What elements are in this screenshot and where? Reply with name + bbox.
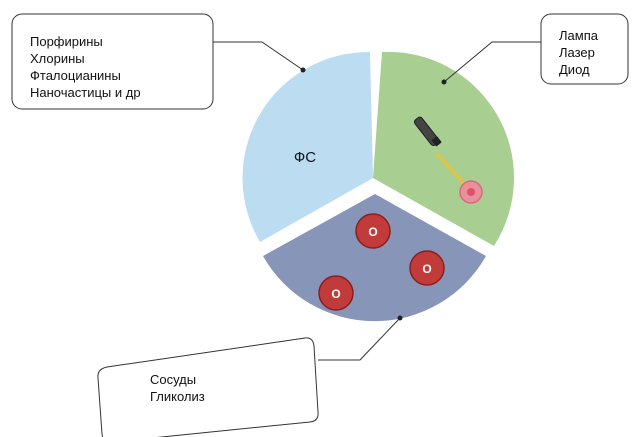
oxygen-molecule: O bbox=[409, 250, 445, 286]
callout-line: Наночастицы и др bbox=[30, 85, 141, 100]
light-source-callout: Лампа Лазер Диод bbox=[441, 13, 629, 85]
oxygen-label: O bbox=[331, 287, 340, 301]
callout-line: Хлорины bbox=[30, 51, 85, 66]
photosensitizer-sector bbox=[242, 51, 373, 242]
callout-line: Гликолиз bbox=[150, 389, 205, 404]
photosensitizer-callout: Порфирины Хлорины Фталоцианины Наночасти… bbox=[11, 13, 306, 110]
callout-line: Порфирины bbox=[30, 34, 103, 49]
oxygen-molecule: O bbox=[318, 275, 354, 311]
tissue-callout: Сосуды Гликолиз bbox=[97, 315, 403, 437]
callout-line: Лампа bbox=[559, 28, 599, 43]
callout-line: Фталоцианины bbox=[30, 68, 121, 83]
oxygen-label: O bbox=[422, 262, 431, 276]
oxygen-molecule: O bbox=[355, 213, 391, 249]
callout-line: Диод bbox=[559, 62, 590, 77]
callout-line: Сосуды bbox=[150, 372, 196, 387]
photosensitizer-center-label: ФС bbox=[294, 149, 316, 166]
oxygen-label: O bbox=[368, 225, 377, 239]
callout-line: Лазер bbox=[559, 45, 595, 60]
